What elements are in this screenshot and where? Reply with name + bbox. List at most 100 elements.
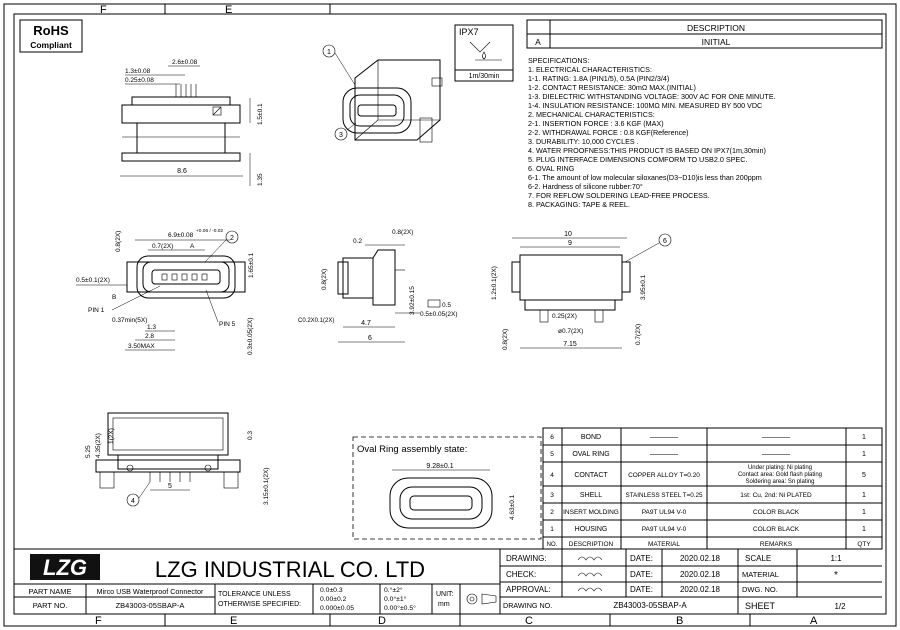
bom-qty: 1 (862, 492, 866, 499)
dim-label: 6.9±0.08 (168, 232, 194, 239)
dim-label: 10 (564, 231, 572, 238)
sheet-label: SHEET (745, 601, 776, 611)
part-name: Mirco USB Waterproof Connector (97, 587, 204, 596)
dim-label: 0.5±0.1(2X) (76, 277, 110, 284)
dim-label: 3.92±0.15 (409, 286, 416, 315)
callout-3 (334, 127, 348, 141)
material-label: MATERIAL (742, 570, 779, 579)
scale-label: SCALE (745, 554, 771, 563)
outer-frame (3, 3, 897, 627)
dim-label: 0.37min(5X) (112, 317, 147, 324)
projection-symbol-icon (466, 593, 497, 605)
tolerance-label: TOLERANCE UNLESS (218, 591, 291, 598)
water-drop-icon (482, 51, 486, 60)
dim-label: 2.8 (145, 333, 154, 340)
ipx7-label: IPX7 (459, 27, 479, 37)
zone-label-b: B (676, 615, 683, 627)
bom-rem: 1st: Cu, 2nd: Ni PLATED (740, 492, 812, 499)
bom-no: 6 (550, 434, 554, 441)
rohs-title: RoHS (33, 23, 69, 38)
specifications: SPECIFICATIONS: 1. ELECTRICAL CHARACTERI… (528, 56, 776, 209)
spec-line: 1-2. CONTACT RESISTANCE: 30mΩ MAX.(INITI… (528, 83, 696, 92)
zone-label-top-e: E (225, 4, 232, 16)
spec-line: 3. DURABILITY: 10,000 CYCLES . (528, 137, 639, 146)
spec-line: 5. PLUG INTERFACE DIMENSIONS COMFORM TO … (528, 155, 747, 164)
sheet-value: 1/2 (834, 602, 846, 611)
drawing-no-label: DRAWING NO. (503, 601, 552, 610)
callout-label: 2 (230, 235, 234, 242)
dim-label: 0.3±0.05(2X) (247, 317, 254, 355)
dim-label: B (112, 294, 116, 301)
part-no: ZB43003-05SBAP-A (116, 601, 185, 610)
unit-value: mm (438, 601, 450, 608)
approval-label: APPROVAL: (506, 585, 551, 594)
dim-label: 1.3 (147, 324, 156, 331)
bom-mat: PA9T UL94 V-0 (642, 526, 687, 533)
bom-mat: PA9T UL94 V-0 (642, 509, 687, 516)
bom-desc: HOUSING (575, 526, 608, 533)
dim-label: 0.5±0.05(2X) (420, 311, 458, 318)
scale-value: 1:1 (830, 554, 842, 563)
date-value: 2020.02.18 (680, 570, 721, 579)
bom-no: 4 (550, 472, 554, 479)
bom-qty: 5 (862, 472, 866, 479)
dim-label: C0.2X0.1(2X) (298, 318, 334, 324)
dim-label: +0.06 / -0.02 (196, 228, 223, 234)
oval-title: Oval Ring assembly state: (357, 444, 467, 455)
bom-header: DESCRIPTION (569, 541, 614, 548)
dim-label: 0.2 (353, 238, 362, 245)
date-value: 2020.02.18 (680, 554, 721, 563)
callout-label: 3 (339, 132, 343, 139)
spec-line: 7. FOR REFLOW SOLDERING LEAD-FREE PROCES… (528, 191, 710, 200)
dim-label: 2.6±0.08 (172, 59, 198, 66)
drawing-label: DRAWING: (506, 554, 547, 563)
dim-label: 1.3±0.08 (125, 68, 151, 75)
dim-label: 3.50MAX (128, 343, 155, 350)
dim-label: 0.25(2X) (552, 313, 577, 320)
spec-line: 1-3. DIELECTRIC WITHSTANDING VOLTAGE: 30… (528, 92, 776, 101)
dim-label: 1(2X) (108, 428, 115, 444)
material-value: * (834, 570, 838, 581)
bom-rem-line: Under plating: Ni plating (748, 465, 812, 471)
top-view: 2.6±0.08 1.3±0.08 0.25±0.08 8.6 1.5±0.1 … (120, 59, 264, 186)
unit-label: UNIT: (436, 591, 454, 598)
spec-line: 6. OVAL RING (528, 164, 575, 173)
bom-header: MATERIAL (648, 541, 680, 548)
spec-line: 2. MECHANICAL CHARACTERISTICS: (528, 110, 655, 119)
dim-label: 4.7 (361, 320, 371, 327)
dwg-no-label: DWG. NO. (742, 585, 778, 594)
dim-label: 0.25±0.08 (125, 77, 154, 84)
zone-label-top-f: F (100, 4, 107, 16)
inner-frame (13, 13, 887, 615)
bom-rem-line: Soldering area: Sn plating (745, 479, 814, 485)
dim-label: 0.8(2X) (502, 329, 509, 350)
bom-qty: 1 (862, 509, 866, 516)
tolerance-angular: 0.00°±0.5° (384, 604, 416, 612)
bom-rem: ———— (762, 451, 790, 458)
callout-label: 6 (663, 238, 667, 245)
revision-table: DESCRIPTION A INITIAL (526, 19, 883, 49)
company-name: LZG INDUSTRIAL CO. LTD (155, 557, 425, 582)
dim-label: 0.8(2X) (392, 229, 413, 236)
bom-mat: COPPER ALLOY T=0.20 (628, 472, 700, 479)
bom-header: REMARKS (760, 541, 793, 548)
drawing-no: ZB43003-05SBAP-A (613, 601, 687, 610)
callout-label: 1 (327, 49, 331, 56)
spec-line: 8. PACKAGING: TAPE & REEL. (528, 200, 630, 209)
title-block: LZG LZG INDUSTRIAL CO. LTD PART NAME Mir… (14, 548, 882, 614)
bom-rem: ———— (762, 434, 790, 441)
zone-label-c: C (525, 615, 533, 627)
dim-label: 1.35 (257, 173, 264, 186)
bom-header: NO. (547, 542, 558, 548)
ipx7-badge: IPX7 1m/30min (454, 24, 514, 82)
bom-rem-line: Contact area: Gold flash plating (738, 472, 822, 478)
zone-label-e: E (230, 615, 237, 627)
dim-label: A (190, 243, 195, 250)
rohs-subtitle: Compliant (30, 40, 72, 50)
bottom-view: 5 4 5.25 4.35(2X) 1(2X) 0.3 3.15±0.1(2X) (85, 412, 270, 507)
dim-label: 5.25 (85, 445, 92, 458)
dim-label: 3.95±0.1 (640, 274, 647, 300)
bom-qty: 1 (862, 434, 866, 441)
dim-label: 9 (568, 240, 572, 247)
tolerance-label: OTHERWISE SPECIFIED: (218, 601, 301, 608)
